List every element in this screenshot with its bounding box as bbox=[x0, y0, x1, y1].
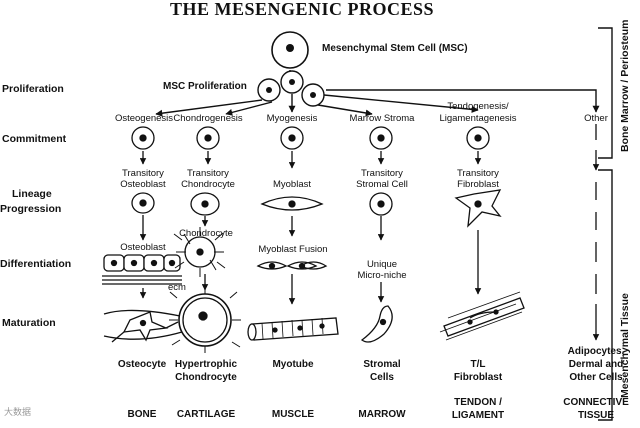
row-label-progression: Progression bbox=[0, 203, 62, 215]
row-label-lineage: Lineage bbox=[12, 188, 52, 200]
chondro-transitory-2: Chondrocyte bbox=[181, 179, 235, 190]
tissue-muscle: MUSCLE bbox=[271, 409, 315, 420]
msc-proliferation-cells bbox=[257, 70, 325, 107]
process-myogenesis: Myogenesis bbox=[266, 113, 318, 124]
myo-column-graphics bbox=[247, 126, 339, 341]
msc-proliferation-label: MSC Proliferation bbox=[163, 81, 247, 92]
tissue-connective: CONNECTIVE bbox=[563, 397, 629, 408]
myotube-label: Myotube bbox=[272, 359, 314, 370]
process-ligamentagenesis: Ligamentagenesis bbox=[439, 113, 517, 124]
tissue-bone: BONE bbox=[127, 409, 157, 420]
hypertrophic-chondrocyte-label: Chondrocyte bbox=[175, 372, 237, 383]
osteocyte-label: Osteocyte bbox=[117, 359, 167, 370]
other-cells-label: Other Cells bbox=[569, 372, 623, 383]
adipocytes-label: Adipocytes, bbox=[567, 346, 625, 357]
process-marrow-stroma: Marrow Stroma bbox=[349, 113, 415, 124]
osteo-transitory-1: Transitory bbox=[122, 168, 164, 179]
row-label-commitment: Commitment bbox=[2, 133, 67, 145]
osteo-column-graphics bbox=[102, 126, 183, 343]
msc-cell bbox=[271, 31, 309, 69]
page-title: THE MESENGENIC PROCESS bbox=[170, 0, 435, 19]
row-label-differentiation: Differentiation bbox=[0, 258, 72, 270]
tissue-tissue: TISSUE bbox=[577, 410, 615, 421]
side-brackets bbox=[598, 27, 613, 421]
dermal-label: Dermal and bbox=[568, 359, 624, 370]
side-label-bone-marrow: Bone Marrow / Periosteum bbox=[619, 19, 631, 152]
row-label-proliferation: Proliferation bbox=[2, 83, 64, 95]
tl-label: T/L bbox=[470, 359, 486, 370]
hypertrophic-label: Hypertrophic bbox=[174, 359, 238, 370]
tissue-cartilage: CARTILAGE bbox=[176, 409, 236, 420]
ecm-label: ecm bbox=[168, 282, 186, 293]
chondrocyte-label: Chondrocyte bbox=[179, 228, 233, 239]
tissue-marrow: MARROW bbox=[358, 409, 406, 420]
stromal-cells-label: Cells bbox=[370, 372, 394, 383]
process-chondrogenesis: Chondrogenesis bbox=[173, 113, 243, 124]
watermark: 大数据 bbox=[4, 407, 32, 417]
micro-niche-label: Micro-niche bbox=[357, 270, 407, 281]
tissue-ligament: LIGAMENT bbox=[451, 410, 505, 421]
tl-fibroblast-label: Fibroblast bbox=[453, 372, 503, 383]
tendon-transitory-2: Fibroblast bbox=[457, 179, 499, 190]
tendon-column-graphics bbox=[439, 126, 525, 341]
msc-label: Mesenchymal Stem Cell (MSC) bbox=[322, 43, 468, 54]
tissue-tendon: TENDON / bbox=[454, 397, 502, 408]
marrow-transitory-1: Transitory bbox=[361, 168, 403, 179]
process-other: Other bbox=[584, 113, 608, 124]
branch-arrows bbox=[155, 89, 600, 117]
unique-label: Unique bbox=[366, 259, 398, 270]
tendon-transitory-1: Transitory bbox=[457, 168, 499, 179]
osteoblast-label: Osteoblast bbox=[120, 242, 166, 253]
process-tendogenesis: Tendogenesis/ bbox=[447, 101, 509, 112]
stromal-label: Stromal bbox=[363, 359, 401, 370]
marrow-column-graphics bbox=[360, 126, 393, 343]
osteo-transitory-2: Osteoblast bbox=[120, 179, 166, 190]
side-label-mesenchymal-tissue: Mesenchymal Tissue bbox=[619, 293, 631, 398]
process-osteogenesis: Osteogenesis bbox=[114, 113, 174, 124]
chondro-transitory-1: Transitory bbox=[187, 168, 229, 179]
myoblast-label: Myoblast bbox=[272, 179, 311, 190]
chondro-column-graphics bbox=[169, 126, 241, 353]
row-label-maturation: Maturation bbox=[2, 317, 56, 329]
marrow-transitory-2: Stromal Cell bbox=[356, 179, 408, 190]
myoblast-fusion-label: Myoblast Fusion bbox=[258, 244, 328, 255]
